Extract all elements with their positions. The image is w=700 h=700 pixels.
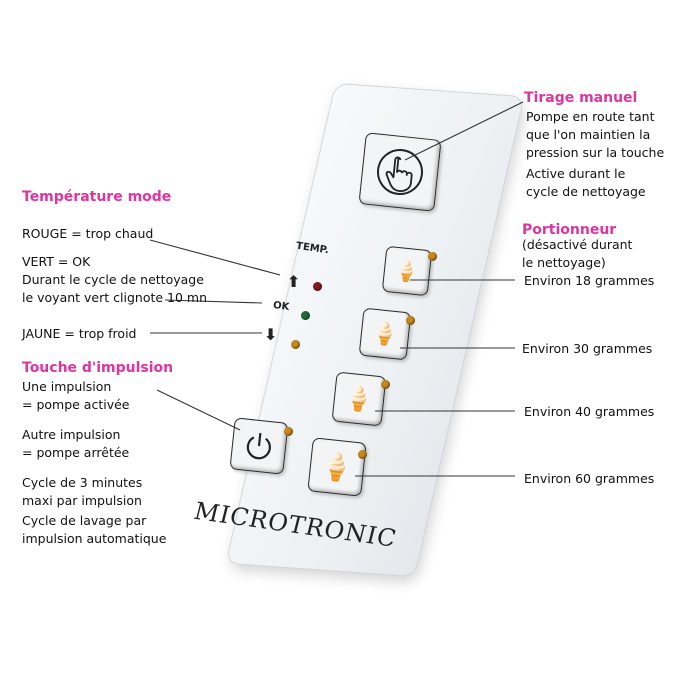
leader-tirage [404,101,524,161]
led-portion-40g [381,380,390,389]
led-portion-60g [358,450,367,459]
led-impulse [284,427,293,436]
manual-draw-button[interactable] [358,132,442,212]
temperature-jaune: JAUNE = trop froid [22,326,137,341]
portion-18g-label: Environ 18 grammes [524,273,655,288]
impulsion-title: Touche d'impulsion [22,360,174,376]
led-red [313,282,322,291]
impulsion-note-3: Cycle de 3 minutes maxi par impulsion [22,475,143,508]
arrow-up-icon: ⬆ [287,272,301,291]
tirage-cleaning-note: Active durant le cycle de nettoyage [526,166,646,199]
arrow-down-icon: ⬇ [264,325,278,344]
temperature-title: Température mode [22,189,172,205]
tirage-description: Pompe en route tant que l'on maintien la… [526,109,665,160]
led-yellow [291,340,300,349]
portion-40g-label: Environ 40 grammes [524,404,655,419]
hand-pointer-icon [377,149,423,195]
temperature-vert: VERT = OK Durant le cycle de nettoyage l… [22,254,208,305]
led-green [301,311,310,320]
impulsion-note-4: Cycle de lavage par impulsion automatiqu… [22,513,167,546]
led-portion-18g [428,252,437,261]
impulsion-note-1: Une impulsion = pompe activée [22,379,130,412]
tirage-title: Tirage manuel [524,90,638,106]
portionneur-subtitle: (désactivé durant le nettoyage) [522,237,633,270]
impulse-button[interactable] [229,417,289,475]
leader-vert [164,299,263,304]
portionneur-title: Portionneur [522,222,617,238]
leader-rouge [149,239,281,276]
impulsion-note-2: Autre impulsion = pompe arrêtée [22,427,130,460]
portion-60g-label: Environ 60 grammes [524,471,655,486]
temperature-rouge: ROUGE = trop chaud [22,226,154,241]
leader-impulsion [156,389,241,431]
power-icon [246,432,271,460]
led-portion-30g [406,316,415,325]
portion-30g-label: Environ 30 grammes [522,341,653,356]
